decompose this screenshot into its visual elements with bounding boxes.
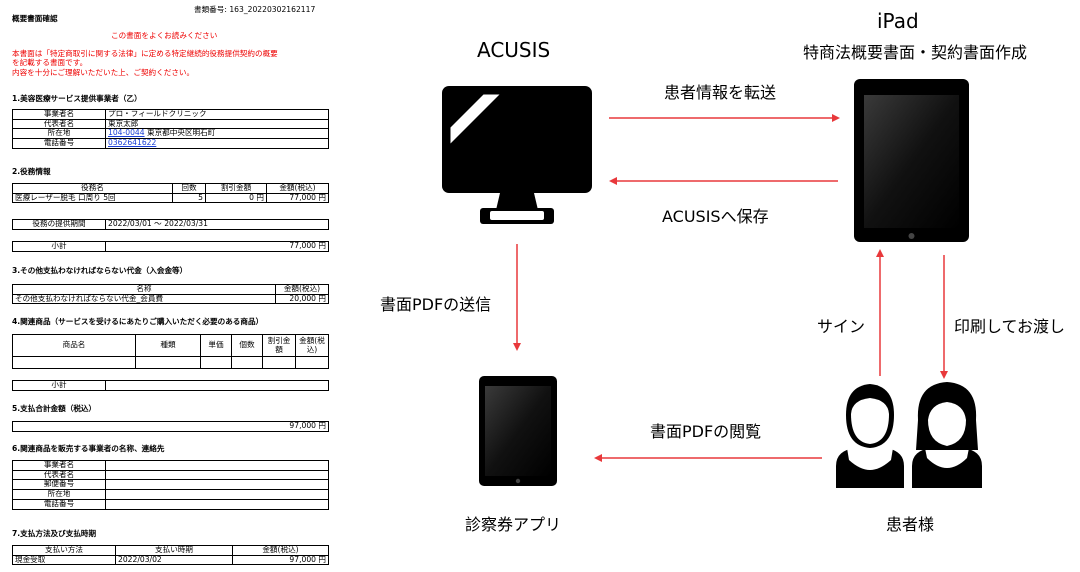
cell: 77,000 円	[266, 192, 329, 204]
cell: 20,000 円	[275, 293, 329, 305]
cell: 97,000 円	[232, 554, 329, 566]
edge-label-send-info: 患者情報を転送	[664, 83, 777, 102]
doc-title: 概要書面確認	[12, 14, 58, 23]
acusis-label: ACUSIS	[477, 38, 551, 62]
doc-number: 書類番号: 163_20220302162117	[194, 5, 316, 14]
value-cell	[105, 380, 329, 391]
section-6-heading: 6.関連商品を販売する事業者の名称、連絡先	[12, 444, 165, 453]
intro-line-1: 本書面は「特定商取引に関する法律」に定める特定継続的役務提供契約の概要	[12, 49, 278, 58]
header-cell: 金額(税込)	[295, 334, 329, 357]
value-cell: 77,000 円	[105, 241, 329, 252]
related-subtotal-table: 小計	[12, 380, 329, 391]
edge-label-print: 印刷してお渡し	[954, 317, 1066, 336]
edge-label-save: ACUSISへ保存	[662, 207, 769, 226]
edge-label-view-pdf: 書面PDFの閲覧	[650, 422, 762, 441]
related-products-table: 商品名 種類 単価 個数 割引金額 金額(税込)	[12, 334, 329, 369]
phone-link[interactable]: 0362641622	[108, 138, 157, 148]
edge-label-sign: サイン	[817, 317, 866, 336]
value-cell: 2022/03/01 〜 2022/03/31	[105, 219, 329, 230]
ipad-title: iPad	[877, 9, 919, 33]
table-row: 電話番号	[12, 498, 329, 510]
address-text: 東京都中央区明石町	[144, 128, 216, 138]
table-row	[12, 356, 329, 369]
contract-summary-document: 書類番号: 163_20220302162117 概要書面確認 この書面をよくお…	[0, 0, 345, 572]
patients-icon	[836, 382, 982, 488]
intro-line-2: を記載する書面です。	[12, 58, 88, 67]
table-row: 97,000 円	[12, 421, 329, 432]
postal-code-link[interactable]: 104-0044	[108, 128, 145, 138]
ipad-subtitle: 特商法概要書面・契約書面作成	[803, 43, 1028, 62]
table-row: 小計	[12, 380, 329, 391]
notice-text: この書面をよくお読みください	[111, 31, 218, 40]
edge-label-send-pdf: 書面PDFの送信	[380, 295, 492, 314]
desktop-computer-icon	[442, 86, 592, 224]
seller-table: 事業者名 代表者名 郵便番号 所在地 電話番号	[12, 460, 329, 510]
total-table: 97,000 円	[12, 421, 329, 432]
section-2-heading: 2.役務情報	[12, 167, 51, 176]
section-7-heading: 7.支払方法及び支払時期	[12, 529, 97, 538]
section-4-heading: 4.関連商品（サービスを受けるにあたりご購入いただく必要のある商品）	[12, 317, 264, 326]
mobile-app-tablet-icon	[479, 376, 557, 486]
tablet-icon	[854, 79, 969, 242]
app-label: 診察券アプリ	[465, 515, 562, 534]
table-row: 商品名 種類 単価 個数 割引金額 金額(税込)	[12, 334, 329, 357]
total-cell: 97,000 円	[12, 421, 329, 432]
value-cell: 0362641622	[105, 138, 329, 149]
section-1-heading: 1.美容医療サービス提供事業者（乙）	[12, 94, 142, 103]
patient-label: 患者様	[886, 515, 935, 534]
section-5-heading: 5.支払合計金額（税込）	[12, 404, 97, 413]
intro-line-3: 内容を十分にご理解いただいた上、ご契約ください。	[12, 68, 195, 77]
section-3-heading: 3.その他支払わなければならない代金（入会金等）	[12, 266, 188, 275]
